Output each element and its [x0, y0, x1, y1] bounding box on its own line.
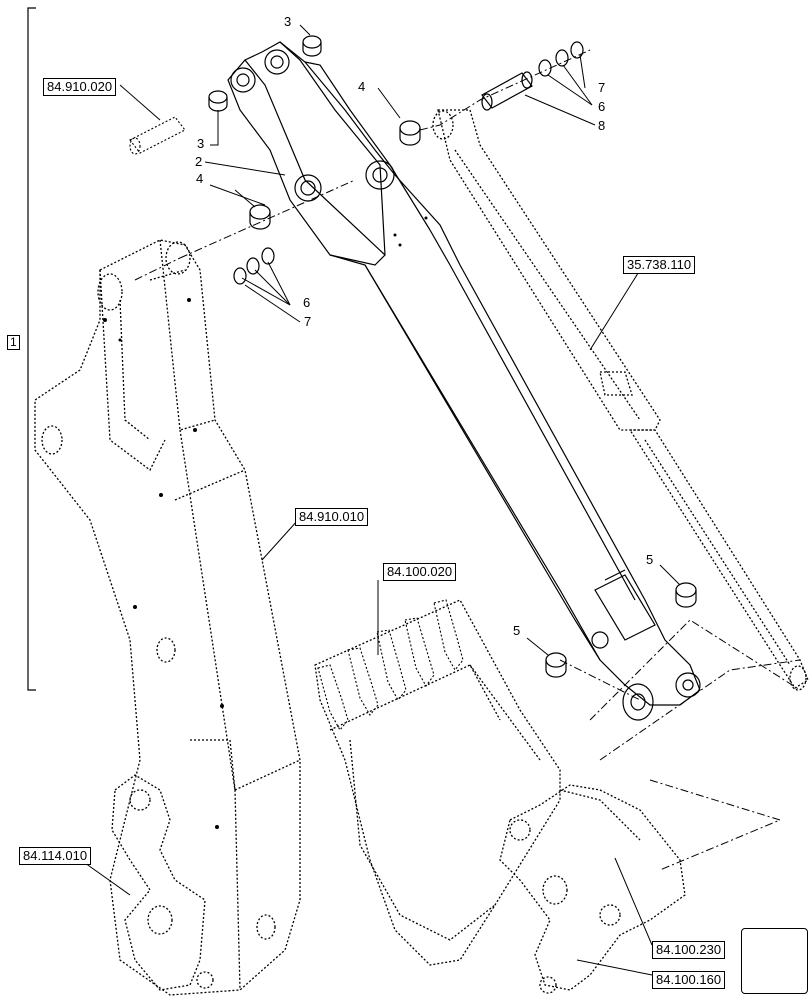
callout-5-right: 5: [646, 552, 654, 567]
dipper-arm: [227, 41, 701, 721]
boom-holes: [103, 298, 224, 829]
ref-linkage-group[interactable]: 84.114.010: [19, 847, 92, 865]
pin-8: [481, 71, 533, 111]
bucket-linkage: [499, 784, 686, 994]
bushing-3-top: [302, 35, 322, 57]
ref-pin-group[interactable]: 84.910.020: [43, 78, 117, 96]
bushing-4-right: [399, 120, 421, 146]
callout-4-left: 4: [196, 171, 204, 186]
callout-3-left: 3: [197, 136, 205, 151]
ref-bucket-pin-group[interactable]: 84.100.160: [652, 971, 726, 989]
callout-8: 8: [598, 118, 606, 133]
bushing-4-left: [249, 204, 271, 230]
leader-lines: [84, 24, 681, 976]
bucket: [314, 599, 561, 966]
callout-4-right: 4: [358, 79, 366, 94]
ref-bucket-teeth-group[interactable]: 84.100.020: [383, 563, 457, 581]
bucket-teeth: [317, 599, 464, 731]
callout-7-left: 7: [304, 314, 312, 329]
next-page-button[interactable]: [741, 928, 808, 994]
rings-left: [233, 247, 275, 285]
callout-6-left: 6: [303, 295, 311, 310]
linkage-bracket: [111, 774, 214, 991]
callout-5-left: 5: [513, 623, 521, 638]
ref-boom-group[interactable]: 84.910.010: [295, 508, 369, 526]
ref-cylinder-group[interactable]: 35.738.110: [623, 256, 696, 274]
boom-arm: [34, 239, 301, 996]
callout-3-top: 3: [284, 14, 292, 29]
hydraulic-cylinder: [432, 109, 809, 691]
callout-2: 2: [195, 154, 203, 169]
bushing-5-right: [675, 582, 697, 608]
bushing-5-left: [545, 652, 567, 678]
callout-7-right: 7: [598, 80, 606, 95]
ref-bucket-link-group[interactable]: 84.100.230: [652, 941, 726, 959]
pin-84910020: [129, 116, 186, 155]
bushing-3-left: [208, 90, 228, 112]
callout-6-right: 6: [598, 99, 606, 114]
dipper-dots: [393, 216, 428, 247]
group-bracket: [27, 7, 36, 691]
assembly-centerlines: [134, 49, 801, 871]
group-number-label: 1: [7, 335, 20, 350]
bushing-2: [294, 174, 322, 202]
rings-right: [538, 41, 584, 77]
